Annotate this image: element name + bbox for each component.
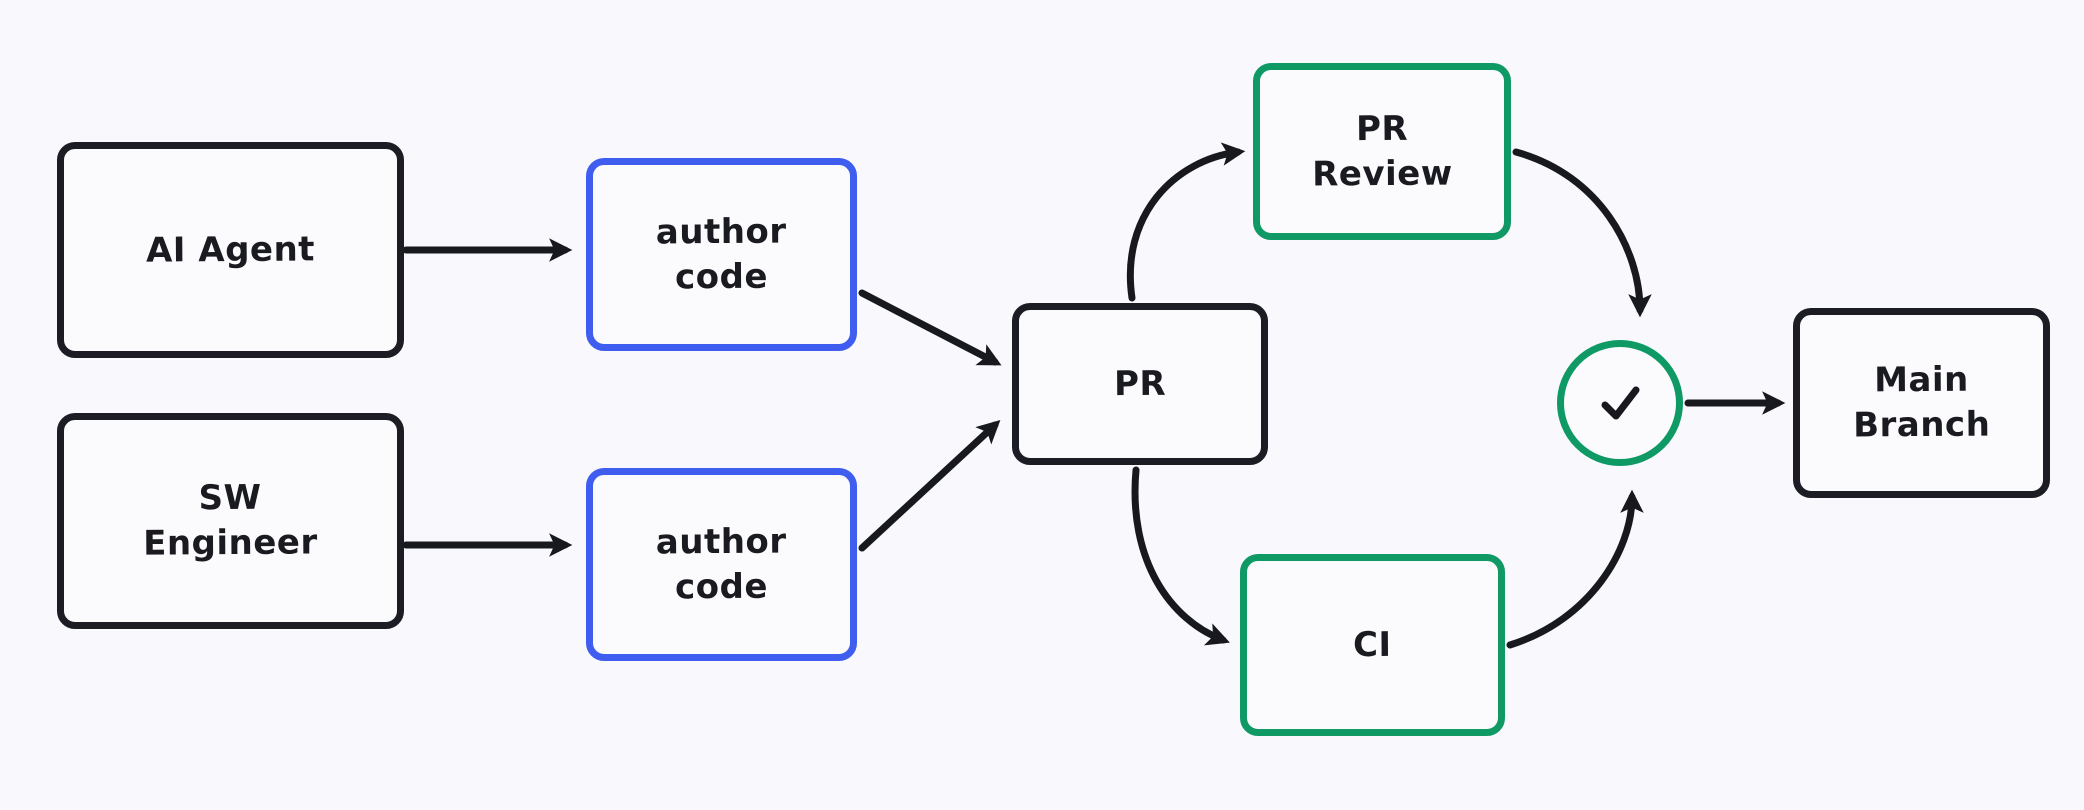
- node-ci[interactable]: CI: [1240, 554, 1505, 736]
- edge-pr-to-ci: [1131, 466, 1230, 646]
- node-main-branch[interactable]: Main Branch: [1793, 308, 2050, 498]
- edge-ci-to-merge-check: [1506, 489, 1644, 649]
- node-merge-check[interactable]: [1557, 340, 1683, 466]
- node-ci-label: CI: [1353, 624, 1392, 665]
- edge-author-code-bottom-to-pr: [858, 420, 1001, 552]
- node-pr-review[interactable]: PR Review: [1253, 63, 1511, 240]
- node-sw-engineer-label: SW Engineer: [143, 477, 319, 564]
- node-ai-agent-label: AI Agent: [145, 228, 316, 271]
- node-author-code-top[interactable]: author code: [586, 158, 857, 351]
- check-icon: [1601, 386, 1640, 420]
- node-pr-label: PR: [1113, 363, 1167, 404]
- edge-pr-review-to-merge-check: [1512, 148, 1652, 318]
- node-sw-engineer[interactable]: SW Engineer: [57, 413, 404, 629]
- node-main-branch-label: Main Branch: [1852, 359, 1991, 446]
- node-pr-review-label: PR Review: [1311, 108, 1453, 194]
- node-ai-agent[interactable]: AI Agent: [57, 142, 404, 358]
- edge-author-code-top-to-pr: [858, 289, 1002, 366]
- node-author-code-bottom-label: author code: [655, 521, 787, 607]
- node-pr[interactable]: PR: [1012, 303, 1268, 465]
- node-author-code-top-label: author code: [655, 211, 787, 297]
- edge-pr-to-pr-review: [1127, 142, 1246, 302]
- node-author-code-bottom[interactable]: author code: [586, 468, 857, 661]
